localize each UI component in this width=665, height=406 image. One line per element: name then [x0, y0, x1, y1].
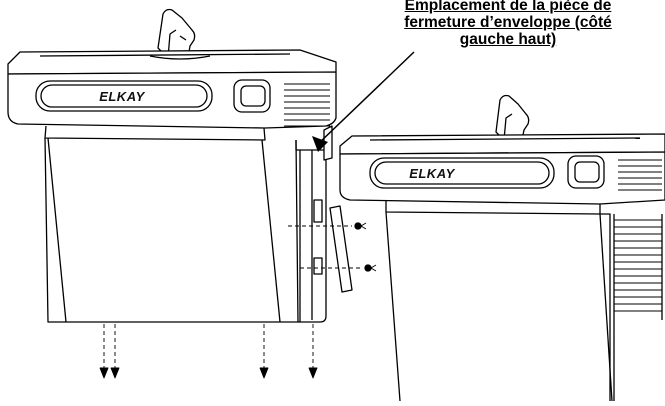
left-side-panel [329, 205, 353, 293]
right-basin-top [339, 133, 665, 155]
left-vent-grille [284, 83, 330, 127]
callout-line-1: Emplacement de la pièce de [404, 0, 612, 14]
left-wall-bracket [295, 140, 327, 323]
left-brand-label: ELKAY [99, 89, 145, 104]
right-brand-label: ELKAY [409, 166, 455, 181]
left-skirt [44, 125, 266, 141]
right-side-button [567, 155, 605, 189]
right-skirt [385, 200, 601, 215]
bottom-screws [99, 324, 318, 379]
left-side-button [233, 79, 271, 113]
left-push-bar [35, 80, 213, 112]
callout-leader [312, 51, 415, 152]
callout-line-2: fermeture d’enveloppe (côté [404, 14, 612, 31]
envelope-closure-piece [323, 125, 333, 161]
right-vent-grille-side [614, 219, 662, 312]
right-push-bar [369, 157, 555, 189]
right-vent-grille-top [618, 159, 662, 191]
side-screws [288, 222, 377, 272]
callout-label: Emplacement de la pièce de fermeture d’e… [352, 0, 664, 48]
callout-line-3: gauche haut) [459, 31, 557, 48]
left-unit: ELKAY [7, 8, 377, 379]
right-unit: ELKAY [339, 94, 665, 402]
right-side-frame [600, 213, 611, 401]
